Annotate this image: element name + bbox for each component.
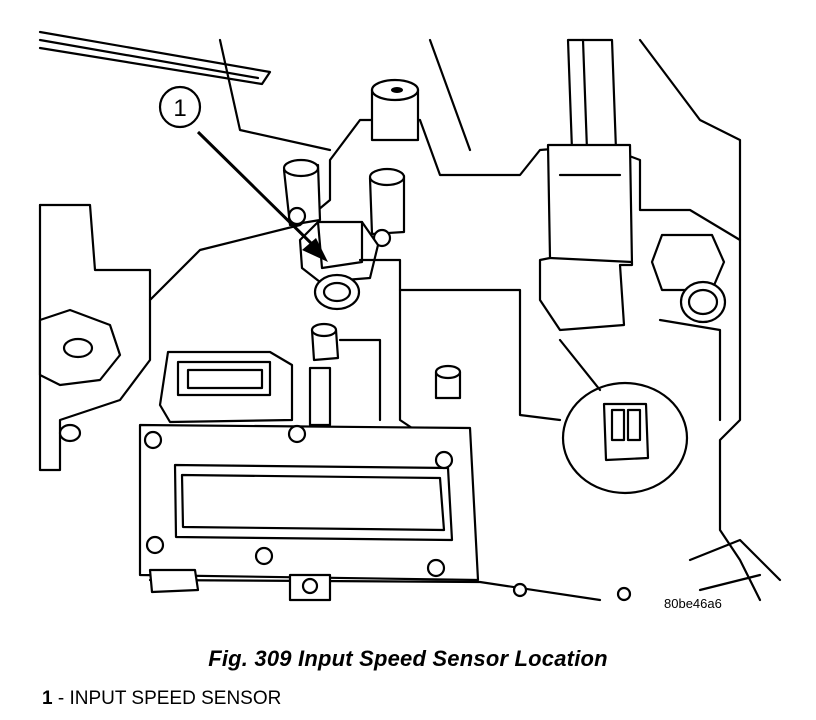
right-bolt [679,280,727,324]
housing-rib [38,30,272,86]
shaft-collar [538,143,634,332]
legend: 1 - INPUT SPEED SENSOR [42,688,281,710]
callout-number: 1 [173,95,186,122]
sensor-boss [561,381,689,495]
legend-label: INPUT SPEED SENSOR [69,688,282,709]
sensor-tip [313,273,361,311]
housing-outline [38,118,762,602]
transmission-illustration: 1 [38,30,782,602]
legend-number: 1 [42,688,53,709]
ear-hole [62,337,94,359]
output-sensor [602,402,650,462]
callout-circle [158,85,202,129]
figure-reference-code: 80be46a6 [664,596,722,611]
leader-line [196,130,318,250]
line-drawing: 1 [38,30,782,602]
shaft-tube [566,38,618,152]
leader-arrowhead [302,238,328,262]
figure-caption: Fig. 309 Input Speed Sensor Location [208,646,608,671]
lower-bracket [148,568,200,594]
legend-separator: - [52,688,70,709]
solenoid-cover [138,423,480,582]
right-bolt-head [650,233,726,292]
